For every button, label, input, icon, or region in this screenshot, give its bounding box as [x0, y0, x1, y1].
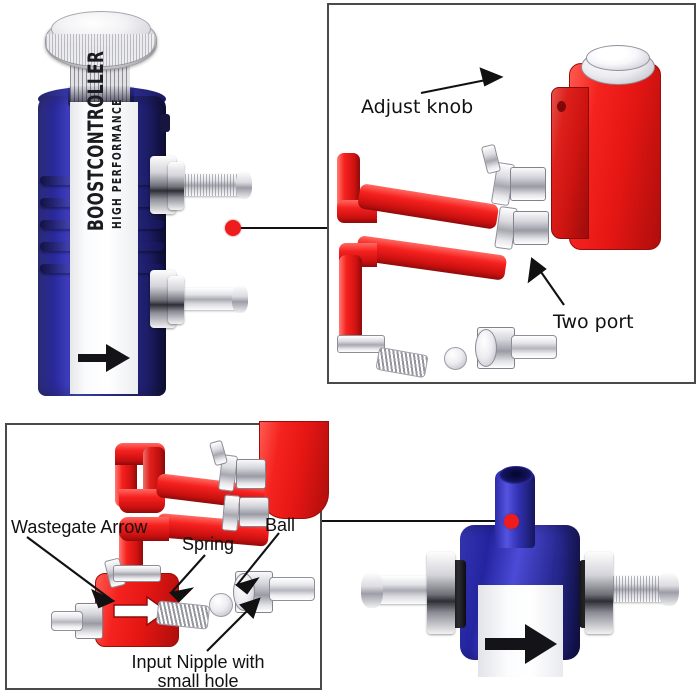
exploded-nipple-barb: [269, 577, 315, 601]
callout-label-input-nipple: Input Nipple with small hole: [123, 652, 273, 692]
callout-arrows-top-right: [420, 67, 565, 306]
brand-name-text: BOOSTCONTROLLER: [84, 50, 108, 231]
diagram-lower-port-fitting: [513, 211, 549, 245]
valve-flow-arrow-right-icon: [485, 624, 557, 664]
valve-right-hex-nut: [585, 552, 613, 634]
brand-tagline-text: HIGH PERFORMANCE: [110, 98, 124, 229]
callout-label-input-nipple-line1: Input Nipple with: [131, 652, 265, 672]
valve-right-tip: [659, 572, 679, 606]
panel-bottom-left-diagram: Wastegate Arrow Spring Ball Input Nipple…: [5, 421, 329, 692]
blue-boost-controller-photo: BOOSTCONTROLLER HIGH PERFORMANCE: [18, 8, 252, 408]
lower-port-barb-shaft: [182, 288, 240, 310]
diagram-adjust-knob-top: [586, 45, 650, 71]
callout-label-input-nipple-line2: small hole: [157, 671, 239, 692]
valve-left-barb-tip: [361, 572, 383, 608]
lower-port-tip: [232, 285, 248, 313]
upper-port-threaded-shaft: [182, 174, 244, 196]
callout-label-two-port: Two port: [553, 311, 634, 333]
diagram-controller-body-side: [551, 87, 589, 239]
callout-label-wastegate-arrow: Wastegate Arrow: [11, 517, 148, 537]
exploded-upper-fitting: [236, 459, 266, 489]
exploded-lower-fitting: [239, 497, 269, 527]
diagram-nipple-mouth: [475, 329, 497, 367]
upper-port-tip: [236, 171, 252, 199]
wastegate-arrow-icon: [113, 595, 169, 627]
blue-inline-valve-photo: [355, 450, 685, 690]
panel-bottom-right-product-photo: [330, 425, 700, 700]
side-detail-notch: [160, 114, 170, 132]
nipple-marker-dot: [504, 514, 519, 529]
diagram-lower-hose-riser: [339, 255, 362, 351]
faceplate: BOOSTCONTROLLER HIGH PERFORMANCE: [70, 51, 138, 394]
exploded-valve-clamp: [113, 565, 161, 582]
callout-label-ball: Ball: [265, 515, 296, 535]
exploded-valve-inlet-bend: [119, 517, 169, 541]
valve-faceplate: [478, 585, 563, 677]
callout-label-adjust-knob: Adjust knob: [361, 96, 474, 118]
callout-arrows-bottom-left: [26, 532, 280, 652]
valve-right-threaded-shaft: [607, 576, 669, 602]
exploded-ball-part: [209, 593, 233, 617]
diagram-ball-part: [444, 347, 467, 370]
valve-left-hex-nut: [427, 552, 455, 634]
upper-port-collar: [168, 162, 184, 210]
diagram-nipple-barb: [511, 335, 557, 359]
lower-port-collar: [168, 276, 184, 324]
brand-text-block: BOOSTCONTROLLER HIGH PERFORMANCE: [70, 51, 138, 320]
flow-arrow-right-icon: [78, 344, 130, 372]
diagram-upper-port-fitting: [510, 167, 546, 201]
valve-input-nipple-mouth: [499, 466, 533, 484]
diagram-bottom-clamp: [337, 335, 385, 353]
diagram-body-vent-hole: [557, 101, 566, 112]
valve-left-barb-shaft: [377, 576, 435, 604]
panel-top-left-product-photo: BOOSTCONTROLLER HIGH PERFORMANCE: [0, 0, 325, 418]
callout-label-spring: Spring: [182, 534, 235, 554]
port-marker-dot: [225, 220, 241, 236]
exploded-manifold-body: [259, 421, 329, 519]
exploded-valve-outlet-barb: [51, 611, 83, 631]
panel-top-right-diagram: Adjust knob Two port: [327, 3, 696, 384]
